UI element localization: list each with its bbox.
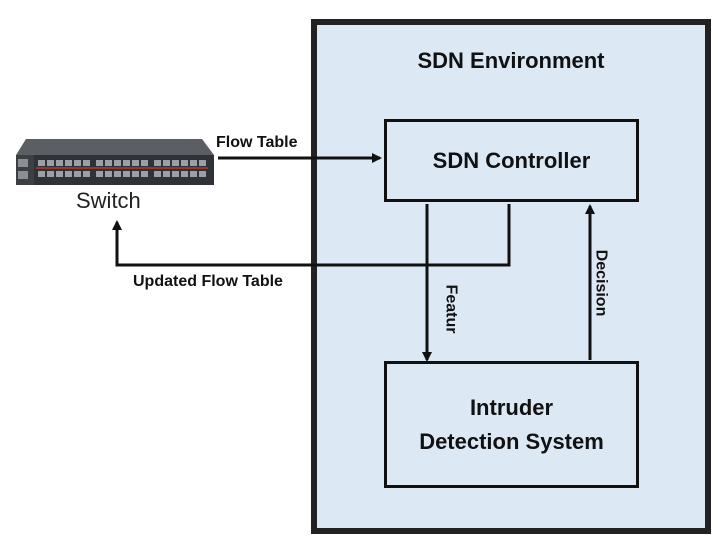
updated-flow-table-arrow bbox=[112, 204, 511, 267]
ids-label-line2: Detection System bbox=[419, 428, 604, 454]
flow-table-label: Flow Table bbox=[216, 134, 298, 151]
switch-label: Switch bbox=[76, 188, 141, 213]
sdn-controller-label: SDN Controller bbox=[432, 147, 591, 173]
sdn-environment-title: SDN Environment bbox=[417, 48, 605, 73]
decision-label: Decision bbox=[592, 249, 610, 317]
sdn-controller-box: SDN Controller bbox=[384, 119, 639, 202]
ids-label-line1: Intruder bbox=[469, 394, 554, 420]
featur-label: Featur bbox=[442, 284, 460, 334]
updated-flow-table-label: Updated Flow Table bbox=[133, 273, 283, 290]
switch-device-icon bbox=[16, 139, 214, 185]
ids-box: Intruder Detection System bbox=[384, 361, 639, 488]
